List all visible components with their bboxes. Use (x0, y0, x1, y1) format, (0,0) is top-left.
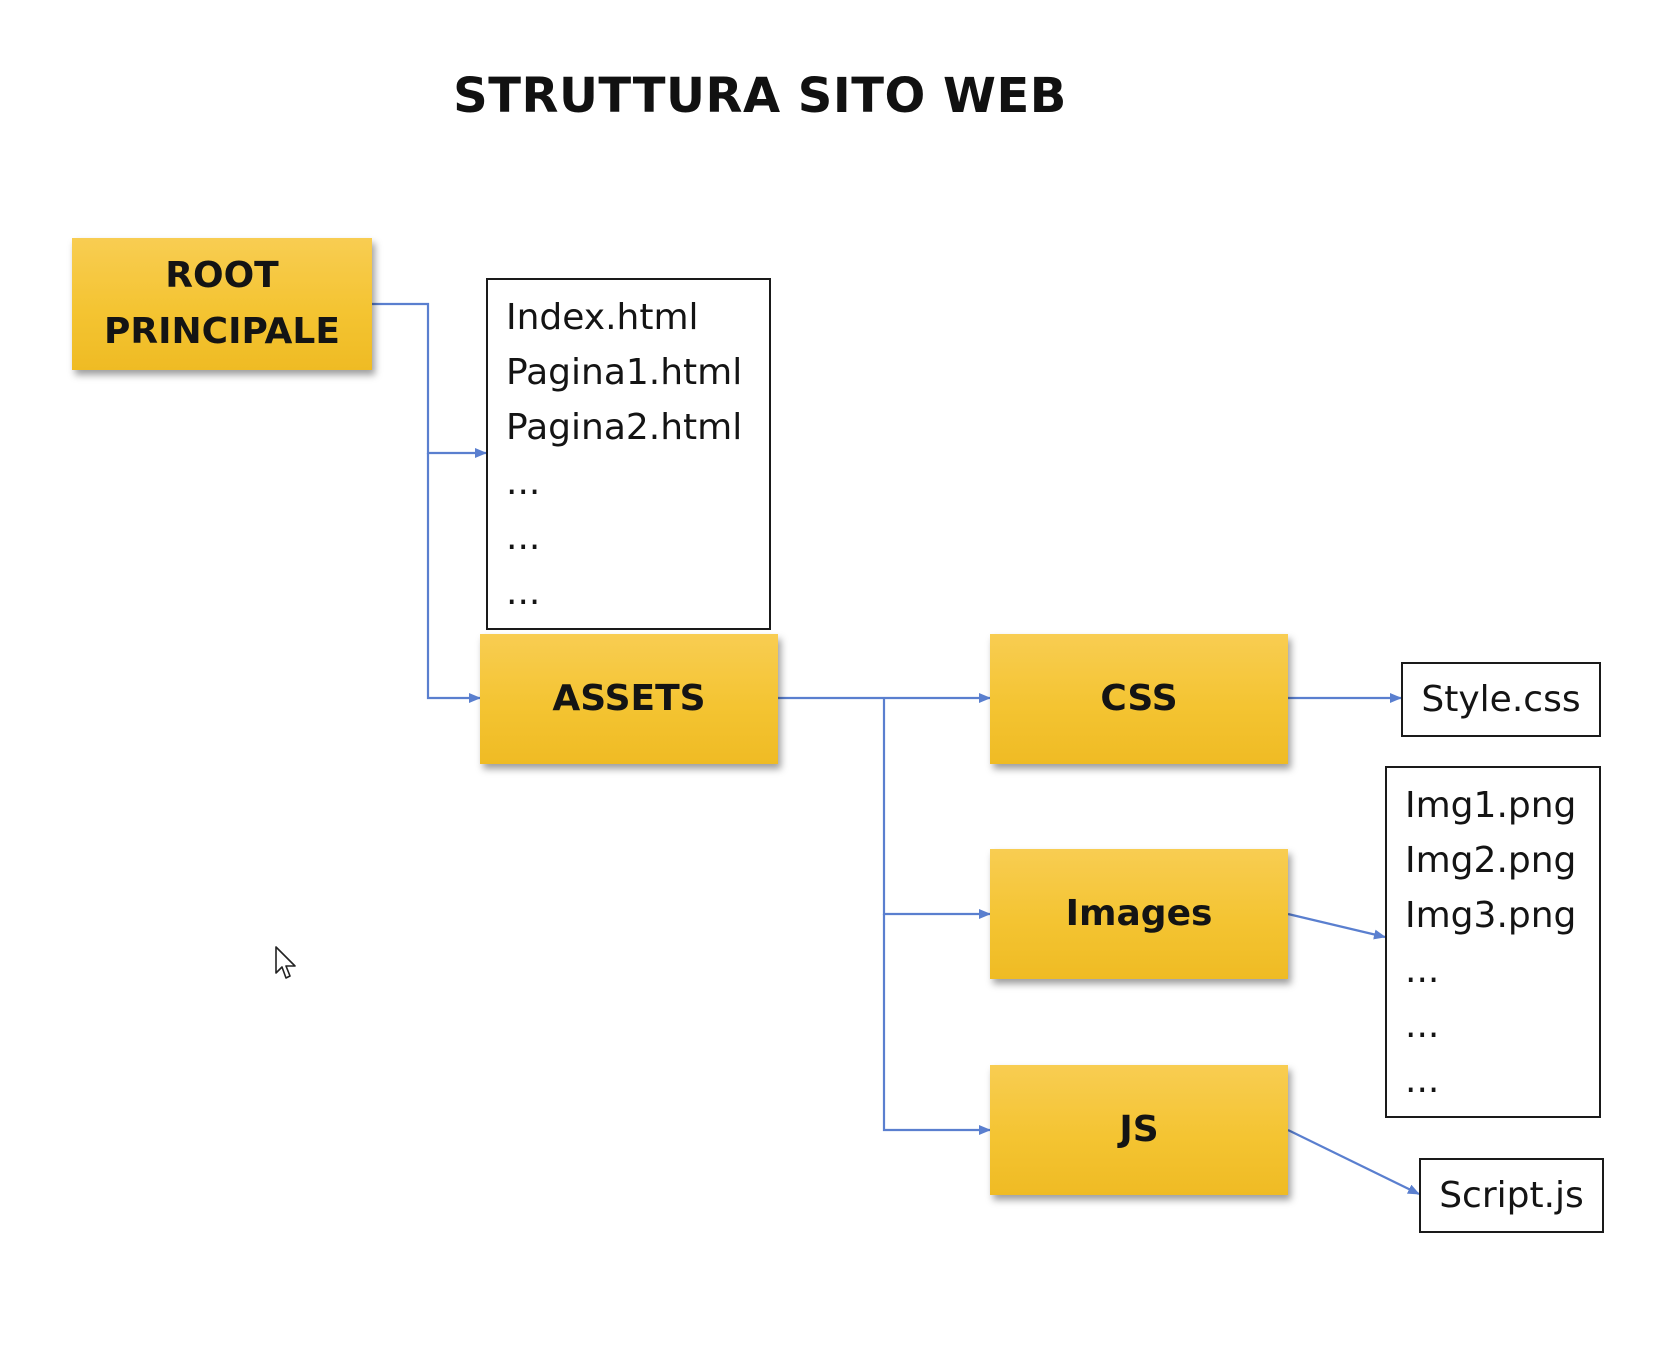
file-item: Img1.png (1405, 785, 1577, 826)
file-item: Script.js (1439, 1175, 1584, 1216)
connector-assets-to-js (882, 914, 991, 1135)
folder-images-label: Images (1065, 893, 1213, 934)
file-item: Img2.png (1405, 840, 1577, 881)
folder-js: JS (990, 1065, 1288, 1195)
folder-assets: ASSETS (480, 634, 778, 764)
connector-root-to-assets (426, 453, 481, 703)
root-file-list: Index.html Pagina1.html Pagina2.html ...… (486, 278, 771, 630)
mouse-pointer-icon (275, 946, 296, 979)
diagram-title: STRUTTURA SITO WEB (453, 68, 1067, 124)
css-file-list: Style.css (1401, 662, 1601, 737)
file-item: ... (1405, 950, 1440, 991)
file-item: Pagina1.html (506, 352, 743, 393)
folder-assets-label: ASSETS (552, 678, 706, 719)
file-item: ... (506, 462, 541, 503)
folder-images: Images (990, 849, 1288, 979)
image-file-list: Img1.png Img2.png Img3.png ... ... ... (1385, 766, 1601, 1118)
js-file-list: Script.js (1419, 1158, 1604, 1233)
folder-root: ROOT PRINCIPALE (72, 238, 372, 370)
connector-root-to-files (372, 302, 487, 458)
folder-css-label: CSS (1100, 678, 1178, 719)
file-item: Pagina2.html (506, 407, 743, 448)
file-item: ... (506, 517, 541, 558)
folder-root-label: ROOT PRINCIPALE (104, 255, 340, 352)
connector-js-to-file (1287, 1129, 1420, 1195)
file-item: Style.css (1421, 679, 1581, 720)
file-item: Index.html (506, 297, 699, 338)
folder-js-label: JS (1119, 1109, 1159, 1150)
folder-css: CSS (990, 634, 1288, 764)
file-item: Img3.png (1405, 895, 1577, 936)
file-item: ... (1405, 1060, 1440, 1101)
file-item: ... (1405, 1005, 1440, 1046)
file-item: ... (506, 572, 541, 613)
connector-images-to-files (1287, 912, 1386, 940)
connector-assets-to-images (882, 698, 991, 919)
